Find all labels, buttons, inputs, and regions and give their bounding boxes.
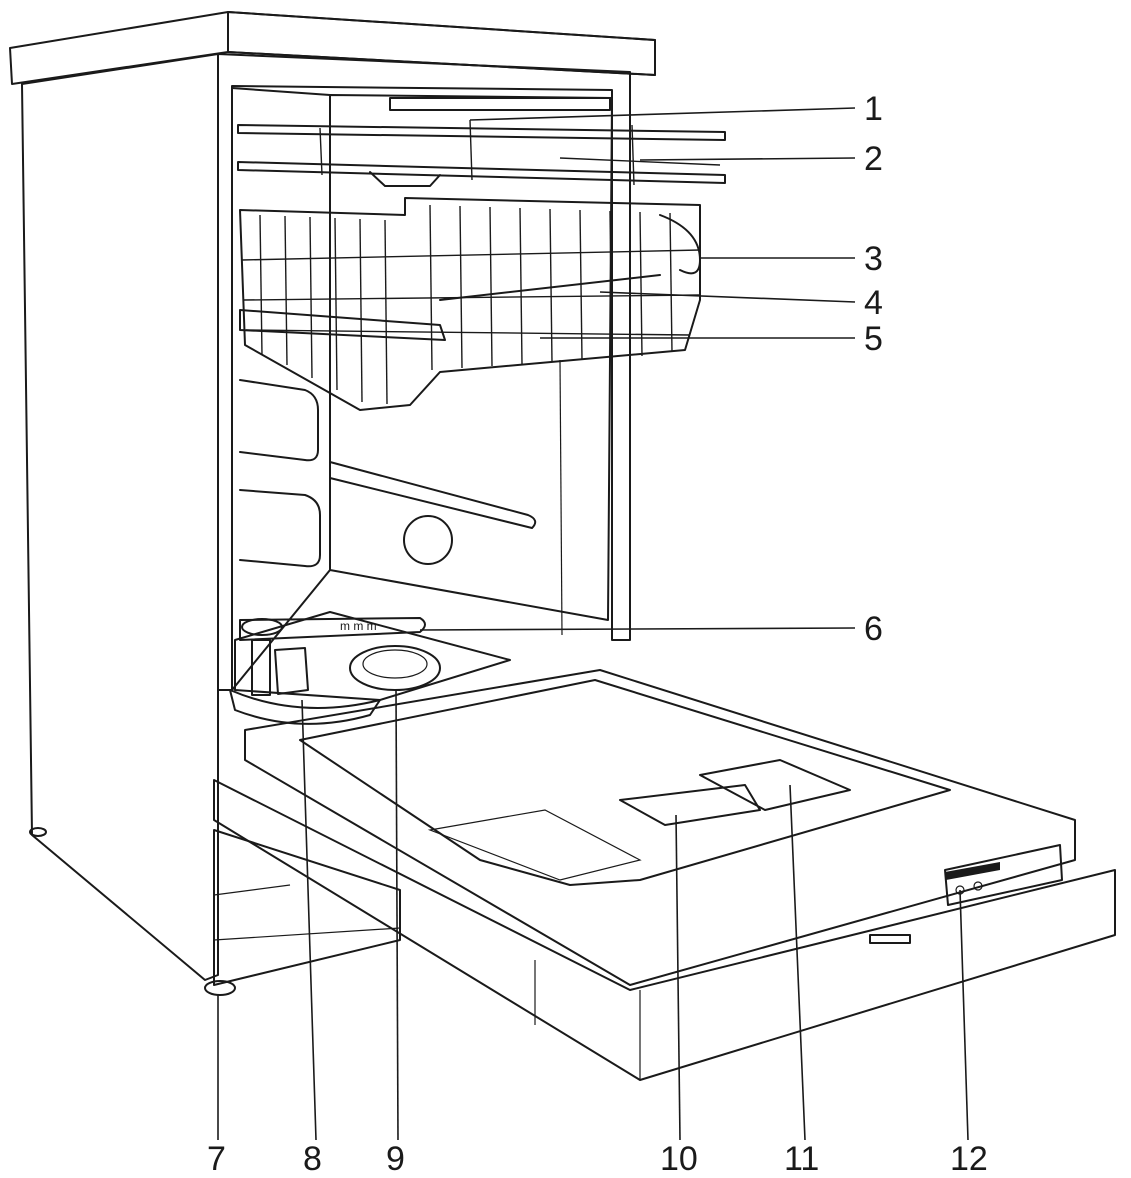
- rating-plate: [403, 515, 453, 565]
- side-panel: [21, 53, 219, 981]
- callout-11: 11: [784, 1140, 819, 1178]
- leader-lines: [217, 107, 969, 1141]
- svg-text:m m m: m m m: [340, 619, 377, 633]
- upper-basket: [239, 197, 701, 411]
- detergent-dispenser: [619, 784, 761, 826]
- basket-wires: [241, 204, 701, 405]
- door-inner-panel: [244, 669, 1076, 986]
- leader-9: [395, 689, 399, 1141]
- tub-side-wall: [231, 87, 331, 691]
- leader-4: [599, 291, 856, 303]
- dishwasher-cabinet: [9, 11, 656, 986]
- leader-1: [469, 107, 856, 121]
- callout-2: 2: [864, 140, 883, 178]
- leader-10: [675, 814, 681, 1141]
- cutlery-tray: [237, 157, 726, 187]
- lower-spray-arm-assembly: m m m: [234, 611, 511, 701]
- rinse-aid-dispenser: [699, 759, 851, 811]
- tub-interior: [231, 87, 613, 691]
- open-door: [213, 669, 1116, 1081]
- callout-7: 7: [207, 1140, 226, 1178]
- control-panel: [944, 844, 1063, 906]
- leader-2: [639, 157, 856, 161]
- lower-spray-arm: [239, 617, 426, 641]
- callout-9: 9: [386, 1140, 405, 1178]
- callout-3: 3: [864, 240, 883, 278]
- adjustable-foot: [204, 980, 236, 996]
- callout-1: 1: [864, 90, 883, 128]
- leader-11: [789, 784, 806, 1141]
- dispensers: [619, 759, 851, 826]
- leader-6: [419, 627, 856, 631]
- callout-12: 12: [950, 1140, 988, 1178]
- basket-handle: [659, 214, 701, 275]
- callout-5: 5: [864, 320, 883, 358]
- callout-10: 10: [660, 1140, 698, 1178]
- callout-4: 4: [864, 284, 883, 322]
- callout-labels: 1 2 3 4 5 6 7 8 9 10 11 12: [207, 90, 988, 1178]
- leader-12: [959, 889, 969, 1141]
- callout-8: 8: [303, 1140, 322, 1178]
- plinth: [213, 829, 401, 986]
- salt-container: [349, 645, 441, 691]
- leader-8: [301, 699, 317, 1141]
- top-rack-rail: [237, 119, 726, 186]
- worktop: [9, 11, 656, 85]
- callout-6: 6: [864, 610, 883, 648]
- front-frame: [217, 53, 631, 691]
- upper-spray-arm: [239, 309, 446, 341]
- door-front-panel: [213, 779, 1116, 1081]
